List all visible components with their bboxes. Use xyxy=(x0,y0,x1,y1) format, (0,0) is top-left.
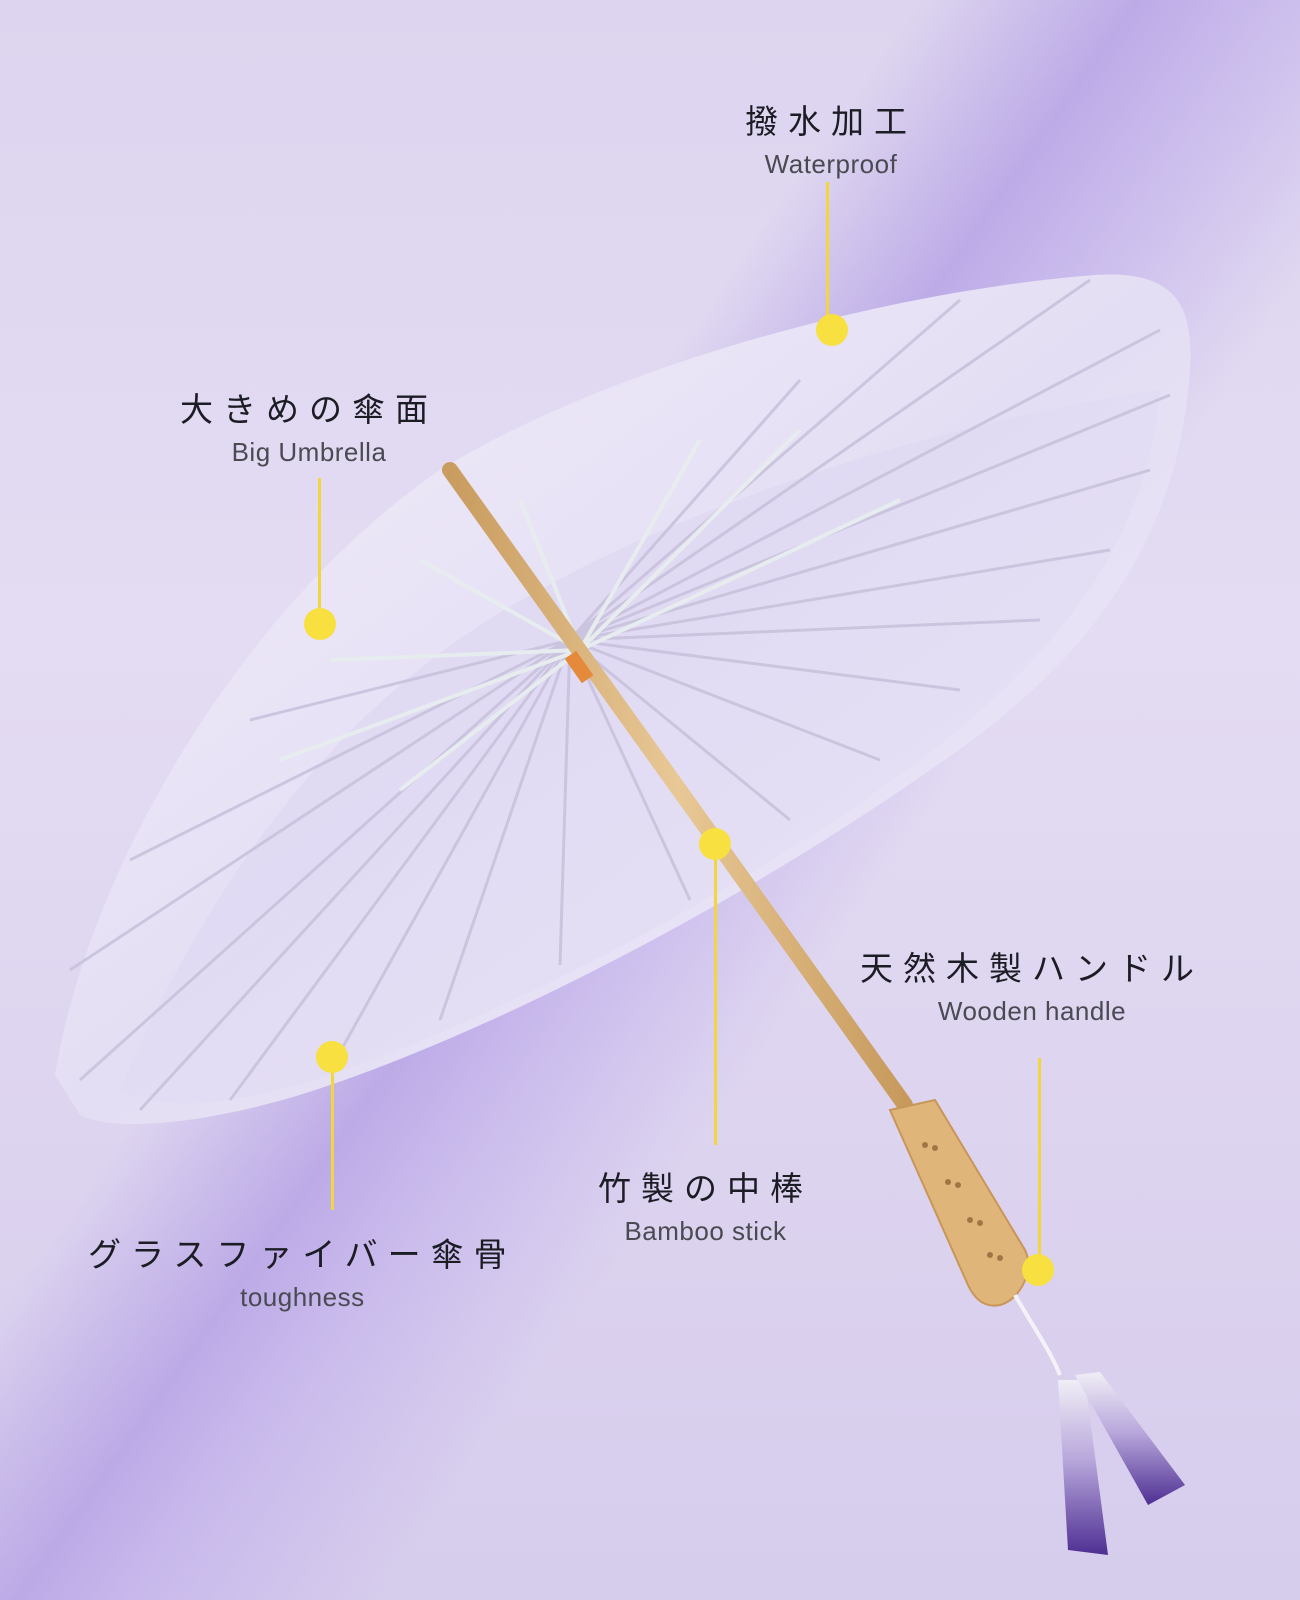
callout-dot-big-umbrella xyxy=(304,608,336,640)
callout-waterproof: 撥水加工 Waterproof xyxy=(745,95,917,180)
callout-bamboo-stick-en: Bamboo stick xyxy=(624,1216,787,1246)
tassel-cord xyxy=(1013,1294,1062,1376)
tassel-right xyxy=(1075,1372,1185,1505)
callout-big-umbrella: 大きめの傘面 Big Umbrella xyxy=(180,383,438,468)
runner-clip xyxy=(564,650,594,684)
tassel-left xyxy=(1058,1380,1108,1555)
wooden-handle xyxy=(888,1098,1030,1307)
callout-dot-toughness xyxy=(316,1041,348,1073)
callout-wooden-handle-jp: 天然木製ハンドル xyxy=(860,949,1204,988)
callout-dot-bamboo-stick xyxy=(699,828,731,860)
callout-waterproof-en: Waterproof xyxy=(764,149,898,179)
callout-bamboo-stick-jp: 竹製の中棒 xyxy=(598,1169,813,1208)
callout-wooden-handle: 天然木製ハンドル Wooden handle xyxy=(860,942,1204,1027)
canopy-stretchers xyxy=(279,428,901,792)
leader-wooden-handle xyxy=(1038,1058,1041,1268)
callout-wooden-handle-en: Wooden handle xyxy=(937,996,1127,1026)
callout-big-umbrella-en: Big Umbrella xyxy=(231,437,387,467)
callout-toughness-jp: グラスファイバー傘骨 xyxy=(88,1235,517,1274)
leader-big-umbrella xyxy=(318,478,321,618)
callout-big-umbrella-jp: 大きめの傘面 xyxy=(180,390,438,429)
callout-dot-waterproof xyxy=(816,314,848,346)
handle-pattern xyxy=(922,1142,1003,1261)
callout-dot-wooden-handle xyxy=(1022,1254,1054,1286)
canopy-ribs xyxy=(69,278,1171,1112)
callout-waterproof-jp: 撥水加工 xyxy=(745,102,917,141)
leader-bamboo-stick xyxy=(714,845,717,1145)
callout-toughness: グラスファイバー傘骨 toughness xyxy=(88,1228,517,1313)
callout-bamboo-stick: 竹製の中棒 Bamboo stick xyxy=(598,1162,813,1247)
leader-toughness xyxy=(331,1060,334,1210)
callout-toughness-en: toughness xyxy=(240,1282,365,1312)
bamboo-stick xyxy=(442,462,913,1113)
leader-waterproof xyxy=(826,182,829,330)
